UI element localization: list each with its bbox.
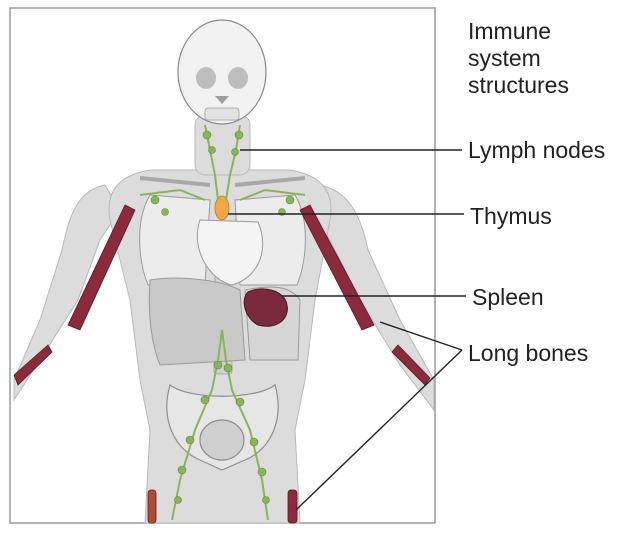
- spleen-label: Spleen: [472, 284, 544, 311]
- title-line-1: Immune: [468, 18, 569, 45]
- skull: [178, 20, 266, 124]
- title-line-2: system: [468, 45, 569, 72]
- diagram-title: Immune system structures: [468, 18, 569, 99]
- title-line-3: structures: [468, 72, 569, 99]
- lymph-nodes-label: Lymph nodes: [468, 137, 605, 164]
- long-bones-label: Long bones: [468, 340, 588, 367]
- thymus-label: Thymus: [470, 203, 552, 230]
